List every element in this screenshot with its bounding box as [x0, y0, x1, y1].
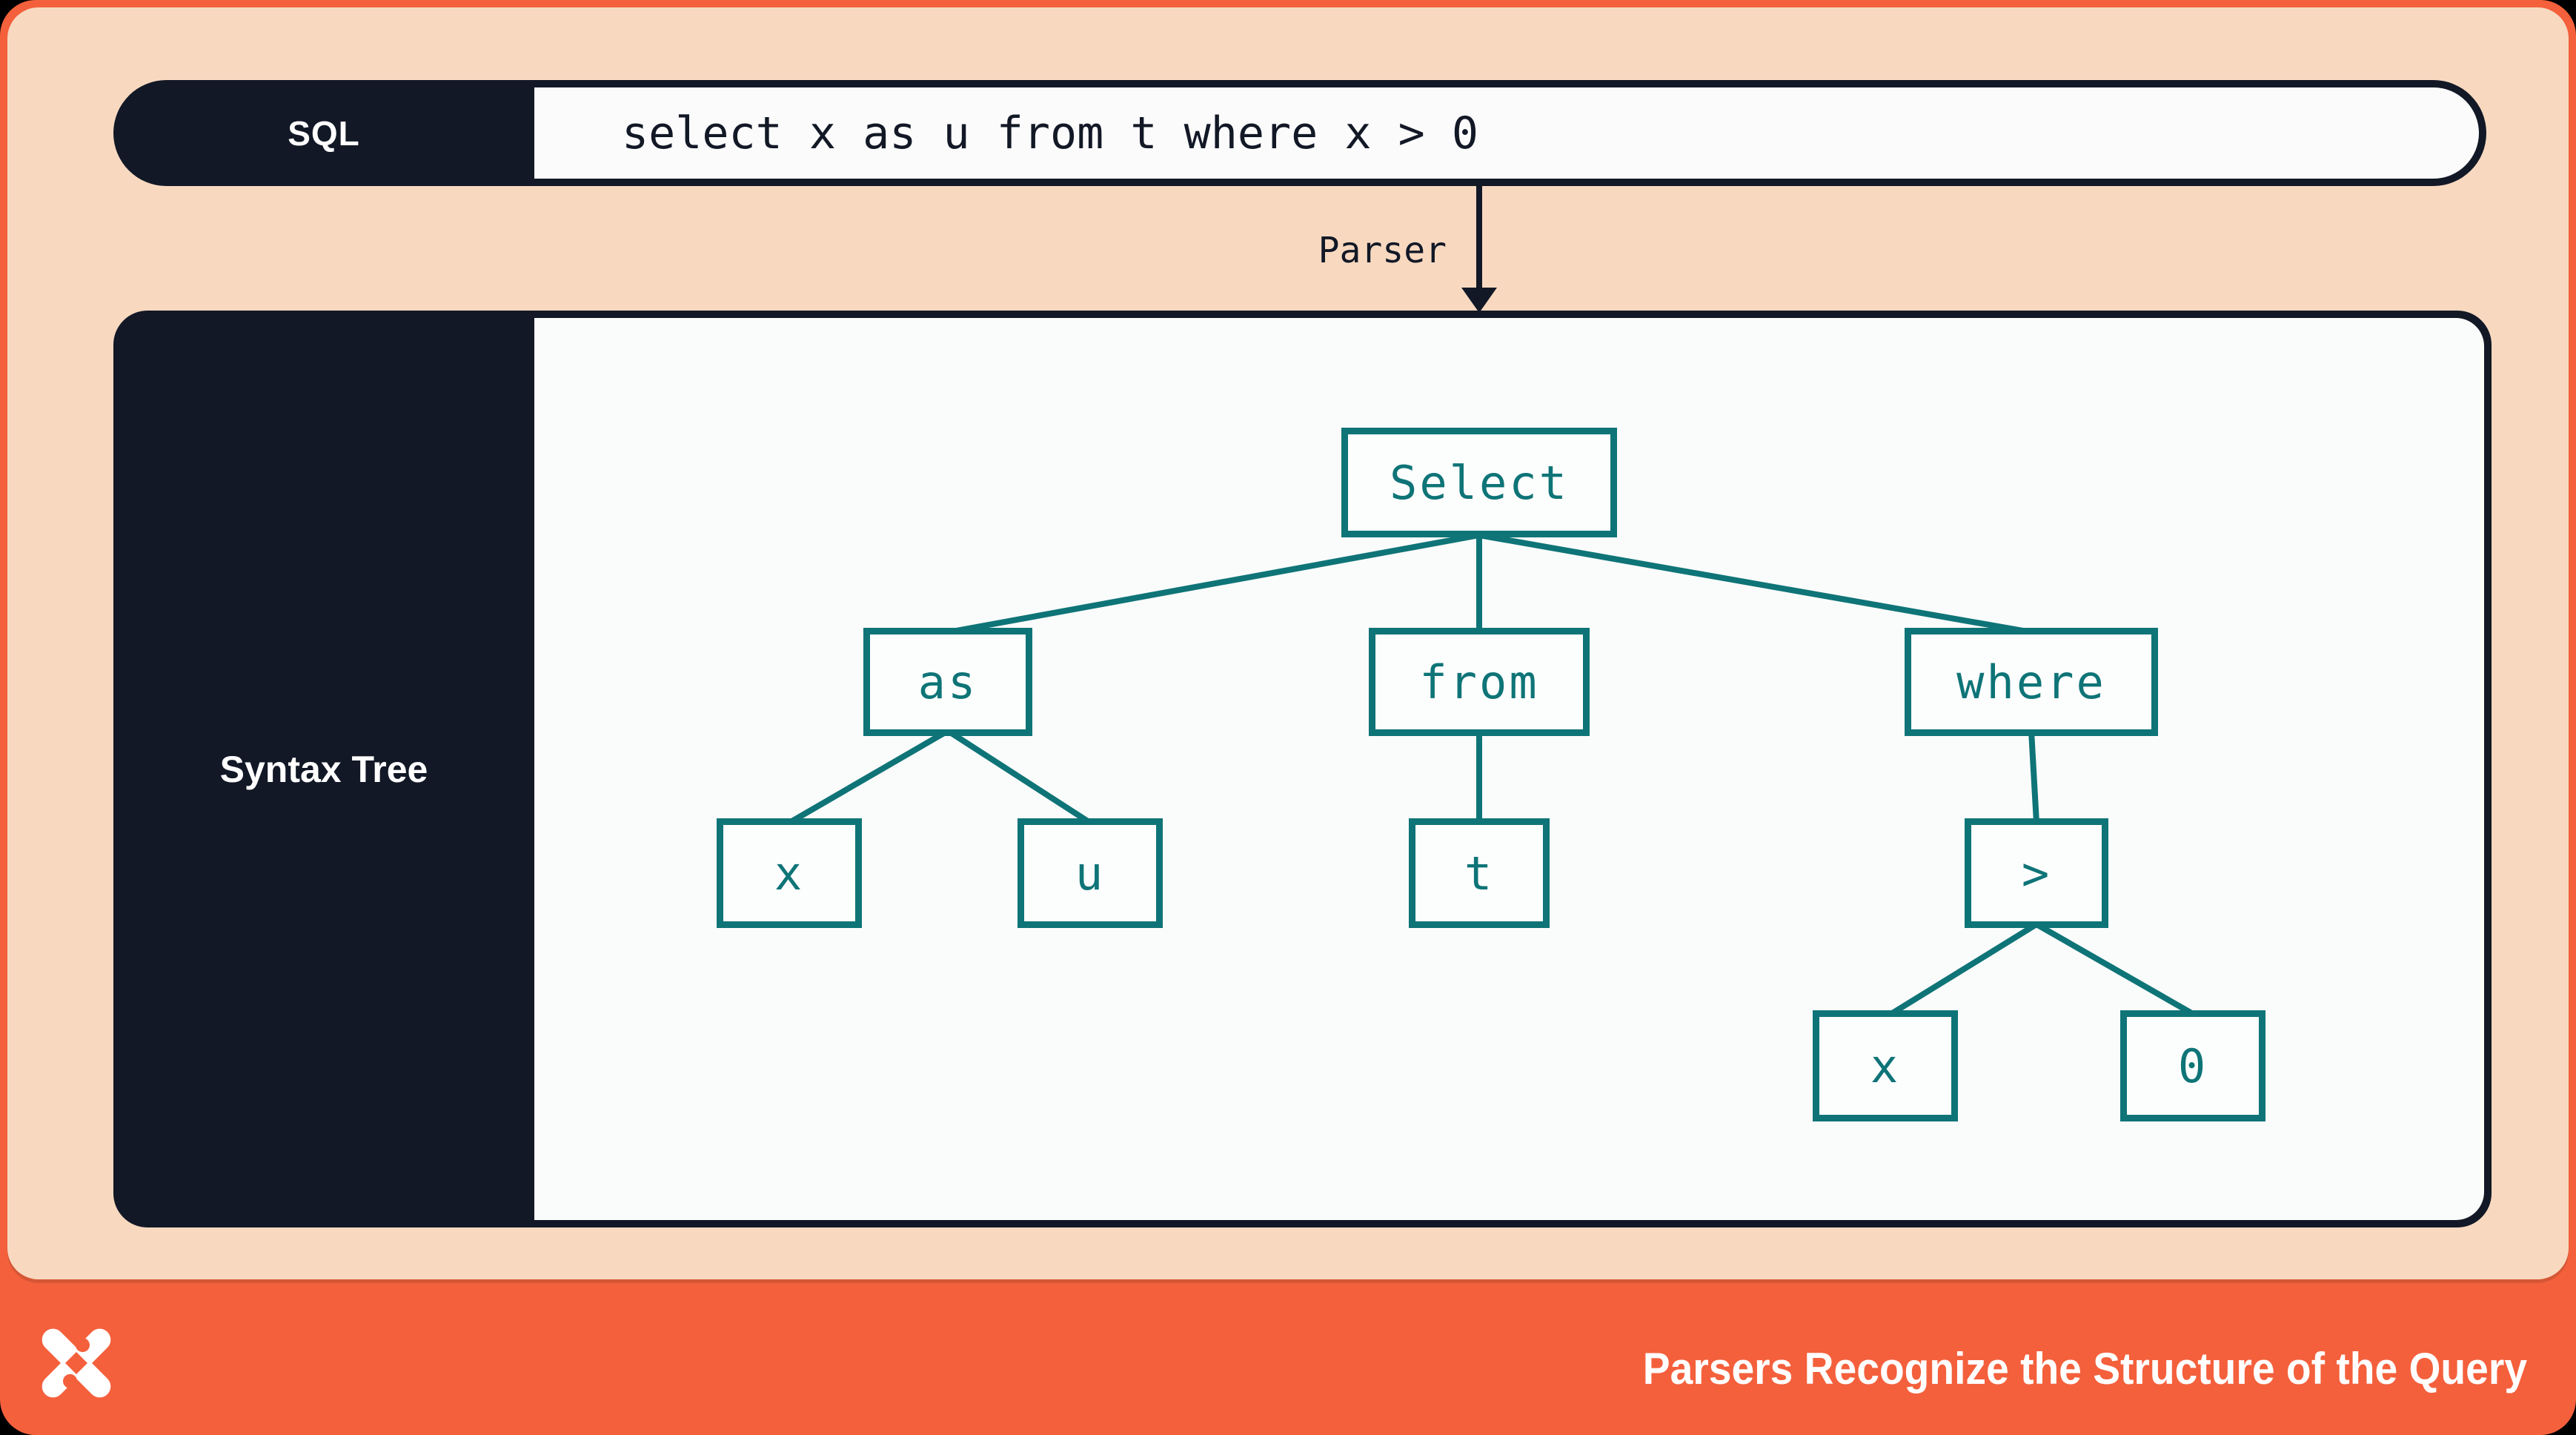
- edge-select-as: [947, 532, 1480, 635]
- edge-gt-x: [1888, 921, 2039, 1018]
- tree-node-x: x: [717, 818, 862, 928]
- sql-bar: select x as u from t where x > 0 SQL: [113, 80, 2486, 186]
- syntax-tree-label: Syntax Tree: [219, 748, 428, 790]
- edge-as-x: [787, 728, 950, 826]
- down-arrow-icon: [1461, 184, 1497, 313]
- edge-as-u: [946, 728, 1092, 826]
- syntax-tree-box: Syntax Tree: [113, 311, 2492, 1227]
- sql-query-text: select x as u from t where x > 0: [622, 107, 1478, 159]
- edge-gt-zero: [2035, 921, 2196, 1018]
- peach-panel: select x as u from t where x > 0 SQL Par…: [7, 7, 2569, 1279]
- edge-select-where: [1478, 532, 2032, 635]
- parser-label: Parser: [1318, 230, 1447, 271]
- tree-node-from: from: [1369, 628, 1590, 736]
- syntax-tree-canvas: Select as from where x u t > x 0: [534, 318, 2484, 1220]
- tree-node-zero: 0: [2120, 1010, 2265, 1121]
- tree-edges: [787, 532, 2196, 1018]
- footer-title: Parsers Recognize the Structure of the Q…: [1642, 1344, 2527, 1393]
- sql-bar-label: SQL: [288, 113, 360, 153]
- tree-node-greater-than: >: [1965, 818, 2108, 928]
- sql-query-field: select x as u from t where x > 0: [534, 87, 2479, 179]
- tree-node-t: t: [1409, 818, 1550, 928]
- dolt-logo-icon: [42, 1328, 111, 1398]
- edge-where-gt: [2028, 730, 2039, 823]
- tree-node-select: Select: [1341, 428, 1617, 537]
- tree-node-u: u: [1018, 818, 1163, 928]
- tree-node-x-operand: x: [1813, 1010, 1958, 1121]
- tree-node-as: as: [863, 628, 1032, 736]
- tree-node-where: where: [1905, 628, 2158, 736]
